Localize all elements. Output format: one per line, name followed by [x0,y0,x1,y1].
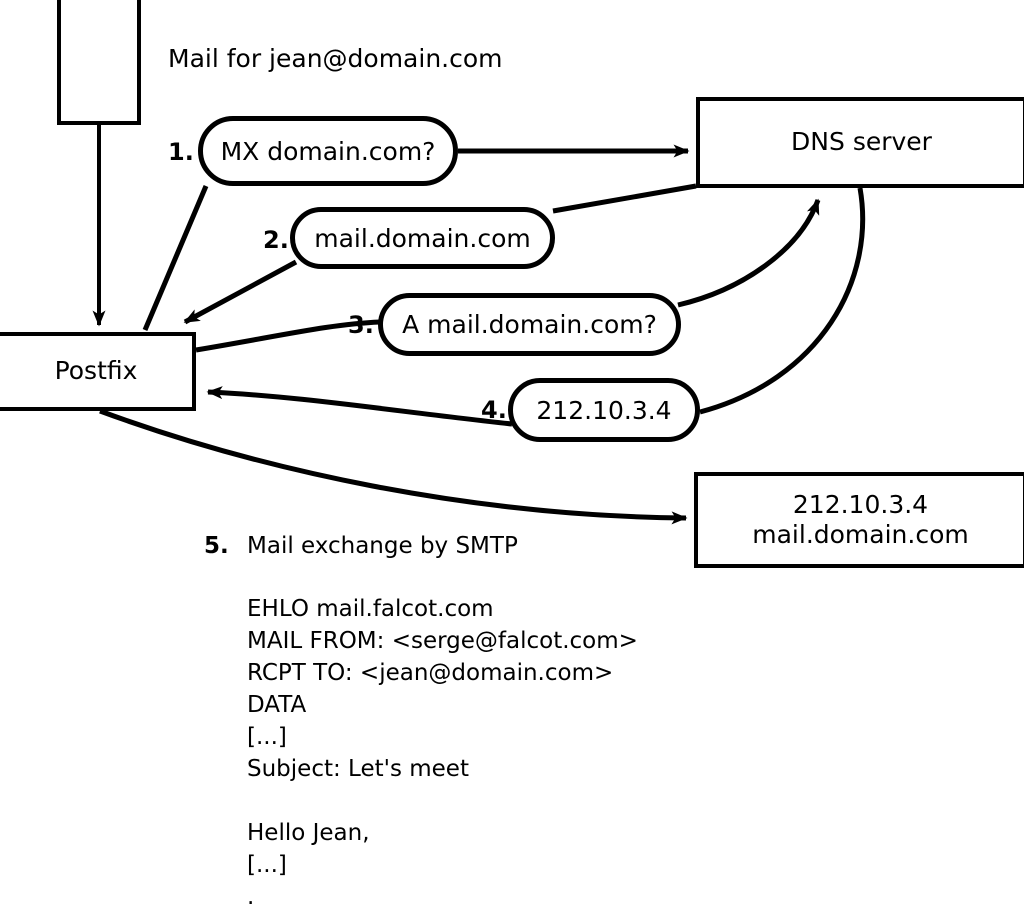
target-hostname-line: mail.domain.com [752,520,969,549]
target-mail-server-box: 212.10.3.4 mail.domain.com [694,472,1024,568]
smtp-transcript-line: MAIL FROM: <serge@falcot.com> [247,628,638,654]
step-3-bubble: A mail.domain.com? [378,293,681,356]
connector-step4-to-postfix [206,386,513,427]
smtp-transcript-line: Hello Jean, [247,820,370,846]
postfix-box: Postfix [0,332,196,411]
mail-for-caption: Mail for jean@domain.com [168,44,503,73]
smtp-transcript-line: [...] [247,724,287,750]
step-2-number: 2. [263,226,289,254]
connector-step3-to-dns [677,198,821,308]
mail-user-agent-box [57,0,141,125]
step-5-number: 5. [204,533,229,559]
step-3-number: 3. [348,311,374,339]
smtp-transcript-line: [...] [247,852,287,878]
smtp-transcript-line: . [247,884,255,910]
step-1-number: 1. [168,138,194,166]
smtp-transcript-line: RCPT TO: <jean@domain.com> [247,660,614,686]
connector-postfix-to-step1 [142,185,209,331]
connector-step2-to-postfix [183,259,298,325]
smtp-transcript-line: Subject: Let's meet [247,756,469,782]
step-4-number: 4. [481,396,507,424]
step-1-bubble: MX domain.com? [198,116,458,186]
connector-dns-to-step2 [552,183,697,214]
step-4-bubble: 212.10.3.4 [508,378,700,442]
step-5-label: Mail exchange by SMTP [247,533,518,559]
smtp-transcript-line: EHLO mail.falcot.com [247,596,494,622]
step-2-bubble: mail.domain.com [290,207,555,269]
smtp-transcript-line [247,785,638,817]
dns-server-box: DNS server [696,97,1024,188]
target-ip-line: 212.10.3.4 [792,489,929,519]
connector-dns-to-step4 [699,187,866,415]
smtp-transcript-line: DATA [247,692,307,718]
